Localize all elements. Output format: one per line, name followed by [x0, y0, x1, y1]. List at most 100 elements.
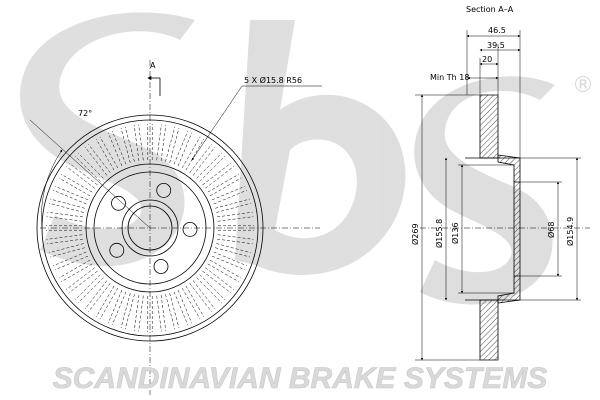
vane-line: [138, 295, 144, 332]
vane-line: [196, 277, 223, 304]
vane-line: [213, 251, 247, 267]
width-hat-label: 39.5: [487, 41, 505, 50]
vane-line: [192, 280, 216, 310]
vane-line: [192, 146, 216, 176]
dia-hat-outer-label: Ø155.8: [434, 219, 444, 248]
vane-line: [84, 146, 108, 176]
vane-line: [211, 185, 246, 201]
vane-line: [160, 295, 167, 331]
vane-line: [107, 289, 123, 324]
vane-line: [156, 295, 162, 332]
vane-line: [173, 291, 189, 325]
dia-hat-inner-label: Ø136: [450, 222, 460, 244]
vane-line: [88, 144, 111, 173]
vane-line: [111, 291, 127, 325]
dia-center-label: Ø68: [546, 222, 556, 238]
angle-leader: [29, 119, 151, 229]
vane-line: [46, 234, 83, 240]
bolt-hole: [111, 195, 126, 211]
vane-line: [185, 285, 205, 318]
vane-line: [199, 274, 226, 301]
holes-leader: [191, 85, 322, 161]
vane-line: [58, 259, 91, 279]
vane-line: [173, 131, 189, 165]
vane-line: [216, 202, 252, 213]
vane-line: [160, 125, 167, 161]
sbs-watermark-logo: [20, 12, 555, 305]
vane-line: [216, 243, 252, 254]
vane-line: [46, 216, 83, 222]
vane-line: [217, 216, 254, 222]
vane-line: [124, 294, 135, 330]
vane-line: [84, 280, 108, 310]
vane-line: [66, 267, 95, 290]
hat-profile: [497, 154, 521, 304]
disc-outer-edge: [36, 114, 264, 342]
section-view: Section A–A 46.5 39.5 20 Min Th 18 Ø269: [410, 5, 590, 361]
vane-line: [120, 128, 131, 163]
vane-line: [133, 295, 140, 331]
vane-line: [95, 138, 115, 171]
vane-line: [54, 255, 89, 271]
vane-line: [124, 126, 135, 162]
vane-line: [47, 211, 83, 218]
center-bore: [127, 205, 173, 251]
vane-line: [74, 155, 101, 182]
vane-line: [165, 294, 176, 330]
vane-line: [99, 287, 119, 320]
vane-line: [169, 293, 180, 328]
section-title: Section A–A: [466, 5, 514, 14]
vane-line: [217, 238, 253, 245]
friction-ring-bottom: [479, 299, 499, 361]
vane-line: [66, 166, 95, 189]
vane-line: [48, 243, 84, 254]
vane-line: [211, 255, 246, 271]
vane-line: [209, 259, 242, 279]
angle-label: 72°: [78, 109, 92, 118]
vane-line: [181, 287, 201, 320]
vane-line: [54, 185, 89, 201]
vane-line: [138, 124, 144, 161]
vane-line: [107, 132, 123, 167]
vane-line: [53, 251, 87, 267]
vane-line: [60, 263, 93, 283]
vane-line: [209, 177, 242, 197]
angle-arc: [41, 149, 63, 229]
vane-line: [215, 198, 250, 209]
vane-line: [77, 277, 104, 304]
vane-line: [217, 234, 254, 240]
vane-line: [47, 238, 83, 245]
vane-line: [189, 144, 212, 173]
vane-line: [199, 155, 226, 182]
vane-line: [202, 162, 232, 186]
holes-label: 5 X Ø15.8 R56: [244, 75, 302, 85]
vane-line: [202, 270, 232, 294]
vane-line: [111, 131, 127, 165]
vane-line: [68, 270, 98, 294]
vane-line: [196, 152, 223, 179]
vane-line: [215, 247, 250, 258]
vane-line: [205, 166, 234, 189]
vane-line: [189, 283, 212, 312]
width-overall-label: 46.5: [488, 26, 506, 35]
vane-line: [99, 136, 119, 169]
bolt-hole: [156, 182, 172, 198]
vane-line: [77, 152, 104, 179]
vane-line: [50, 198, 85, 209]
vane-line: [177, 289, 193, 324]
vane-line: [88, 283, 111, 312]
dia-outer-label: Ø269: [410, 223, 420, 245]
brand-tagline: SCANDINAVIAN BRAKE SYSTEMS: [53, 362, 548, 395]
friction-ring-top: [479, 94, 499, 159]
section-marker-label: A: [150, 61, 156, 70]
trademark-symbol: ®: [572, 73, 594, 98]
vane-line: [205, 267, 234, 290]
vane-line: [68, 162, 98, 186]
min-thickness-label: Min Th 18: [430, 73, 469, 82]
friction-ring-inner-edge: [85, 163, 215, 293]
vane-line: [177, 132, 193, 167]
vane-line: [185, 138, 205, 171]
bolt-holes: [109, 182, 198, 274]
